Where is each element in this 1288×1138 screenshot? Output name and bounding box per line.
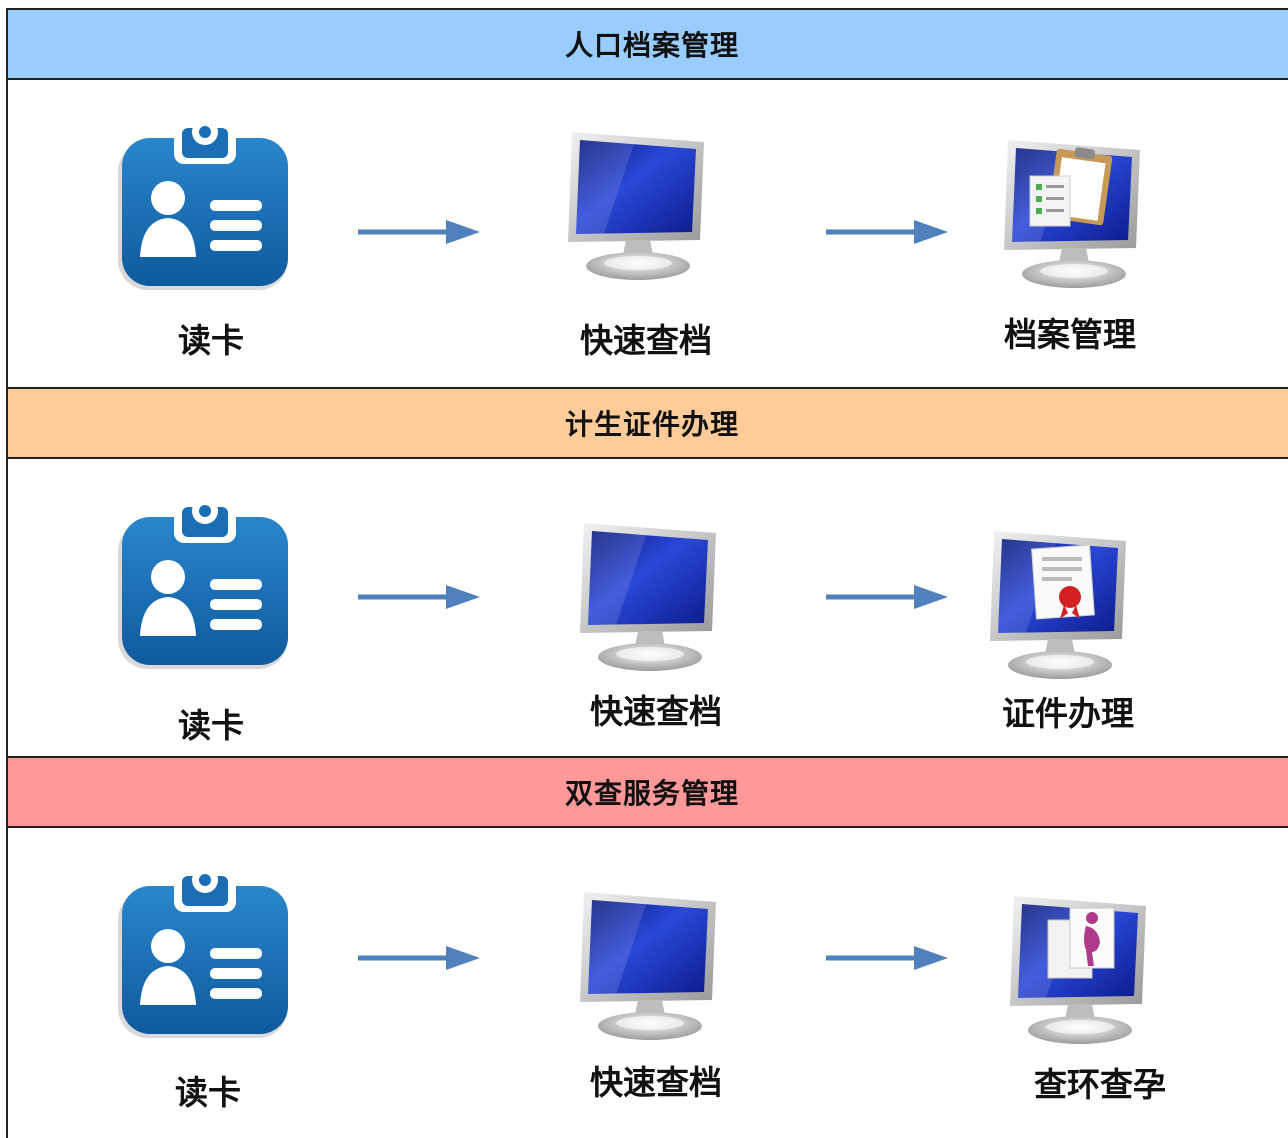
section-row-archive: 读卡 快速查档 档案管理 [8,82,1288,387]
step-label: 快速查档 [580,321,712,360]
id-card-icon [112,860,298,1050]
section-row-dual-check: 读卡 快速查档 查环查孕 [8,830,1288,1134]
arrow-icon [358,585,484,611]
section-row-certificate: 读卡 快速查档 证件办理 [8,461,1288,756]
step-label: 查环查孕 [1034,1065,1166,1104]
section-title: 计生证件办理 [564,408,739,441]
section-header-archive: 人口档案管理 [6,8,1288,80]
section-title: 双查服务管理 [564,777,739,810]
section-title: 人口档案管理 [564,29,739,62]
arrow-icon [358,946,484,972]
monitor-icon [564,122,714,284]
monitor-icon [576,882,726,1044]
monitor-clipboard-icon [1000,130,1150,292]
arrow-icon [826,585,952,611]
step-label: 读卡 [178,706,244,745]
step-label: 档案管理 [1004,315,1136,354]
step-label: 证件办理 [1002,694,1134,733]
section-header-dual-check: 双查服务管理 [6,756,1288,828]
id-card-icon [112,112,298,302]
arrow-icon [826,946,952,972]
monitor-icon [576,513,726,675]
monitor-certificate-icon [986,521,1136,683]
step-label: 快速查档 [590,692,722,731]
id-card-icon [112,491,298,681]
step-label: 读卡 [178,321,244,360]
monitor-pregnancy-icon [1006,886,1156,1048]
arrow-icon [826,220,952,246]
step-label: 读卡 [175,1073,241,1112]
section-header-certificate: 计生证件办理 [6,387,1288,459]
step-label: 快速查档 [590,1063,722,1102]
arrow-icon [358,220,484,246]
